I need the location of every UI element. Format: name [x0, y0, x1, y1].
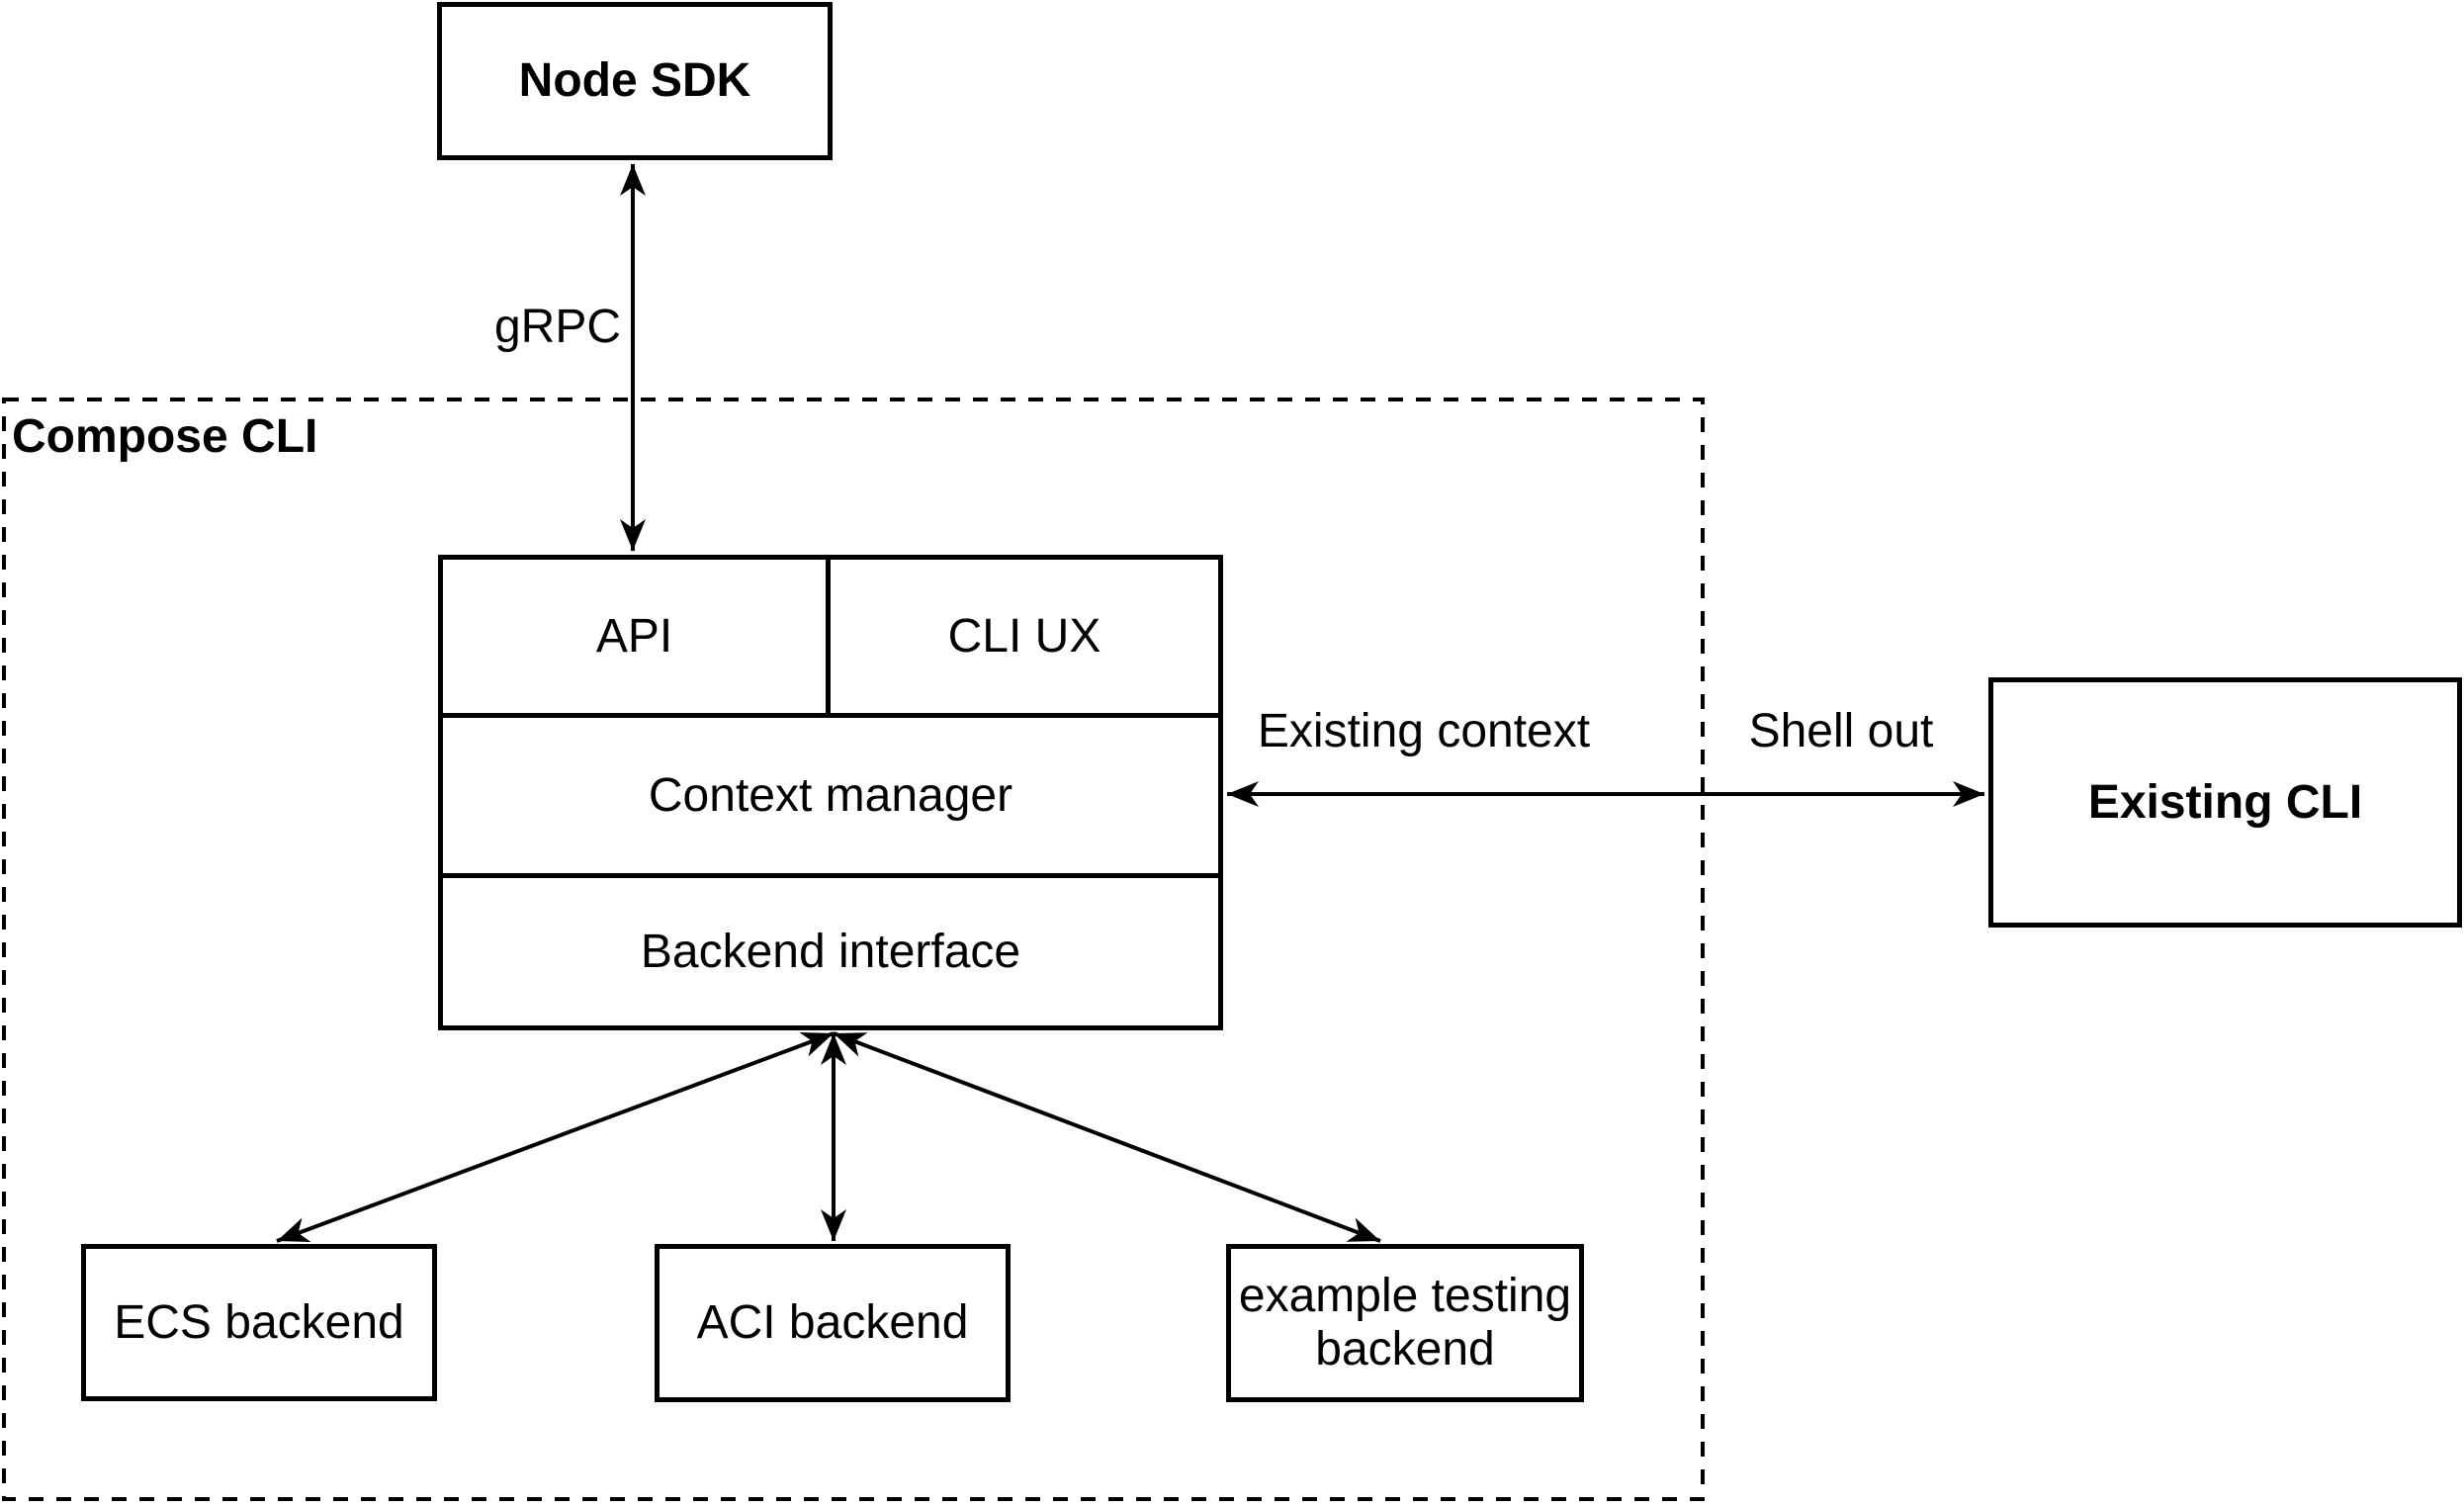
grpc-edge-label: gRPC	[493, 301, 622, 353]
ecs-backend-label: ECS backend	[114, 1295, 404, 1349]
node-sdk-box: Node SDK	[437, 2, 833, 160]
ecs-arrow	[276, 1031, 835, 1243]
aci-backend-label: ACI backend	[696, 1296, 969, 1350]
backend-interface-label: Backend interface	[640, 926, 1021, 978]
aci-backend-box: ACI backend	[655, 1244, 1011, 1402]
example-arrow	[833, 1031, 1381, 1243]
example-testing-backend-box: example testing backend	[1226, 1244, 1584, 1402]
api-cell: API	[443, 560, 831, 713]
existing-cli-label: Existing CLI	[2087, 775, 2363, 829]
ecs-backend-box: ECS backend	[81, 1244, 437, 1401]
existing-cli-box: Existing CLI	[1988, 677, 2462, 928]
existing-context-edge-label: Existing context	[1257, 705, 1591, 757]
compose-cli-stack-box: API CLI UX Context manager Backend inter…	[438, 555, 1223, 1030]
shell-out-edge-label: Shell out	[1748, 705, 1934, 757]
cli-ux-label: CLI UX	[947, 610, 1101, 663]
node-sdk-label: Node SDK	[518, 54, 751, 108]
context-manager-label: Context manager	[648, 769, 1013, 822]
context-manager-cell: Context manager	[443, 713, 1218, 873]
cli-ux-cell: CLI UX	[831, 560, 1218, 713]
api-label: API	[595, 610, 673, 663]
example-testing-backend-label: example testing backend	[1238, 1270, 1572, 1375]
compose-cli-dashed-border	[2, 398, 1705, 1501]
compose-cli-label: Compose CLI	[12, 410, 318, 463]
backend-interface-cell: Backend interface	[443, 873, 1218, 1025]
stack-top-row: API CLI UX	[443, 560, 1218, 713]
